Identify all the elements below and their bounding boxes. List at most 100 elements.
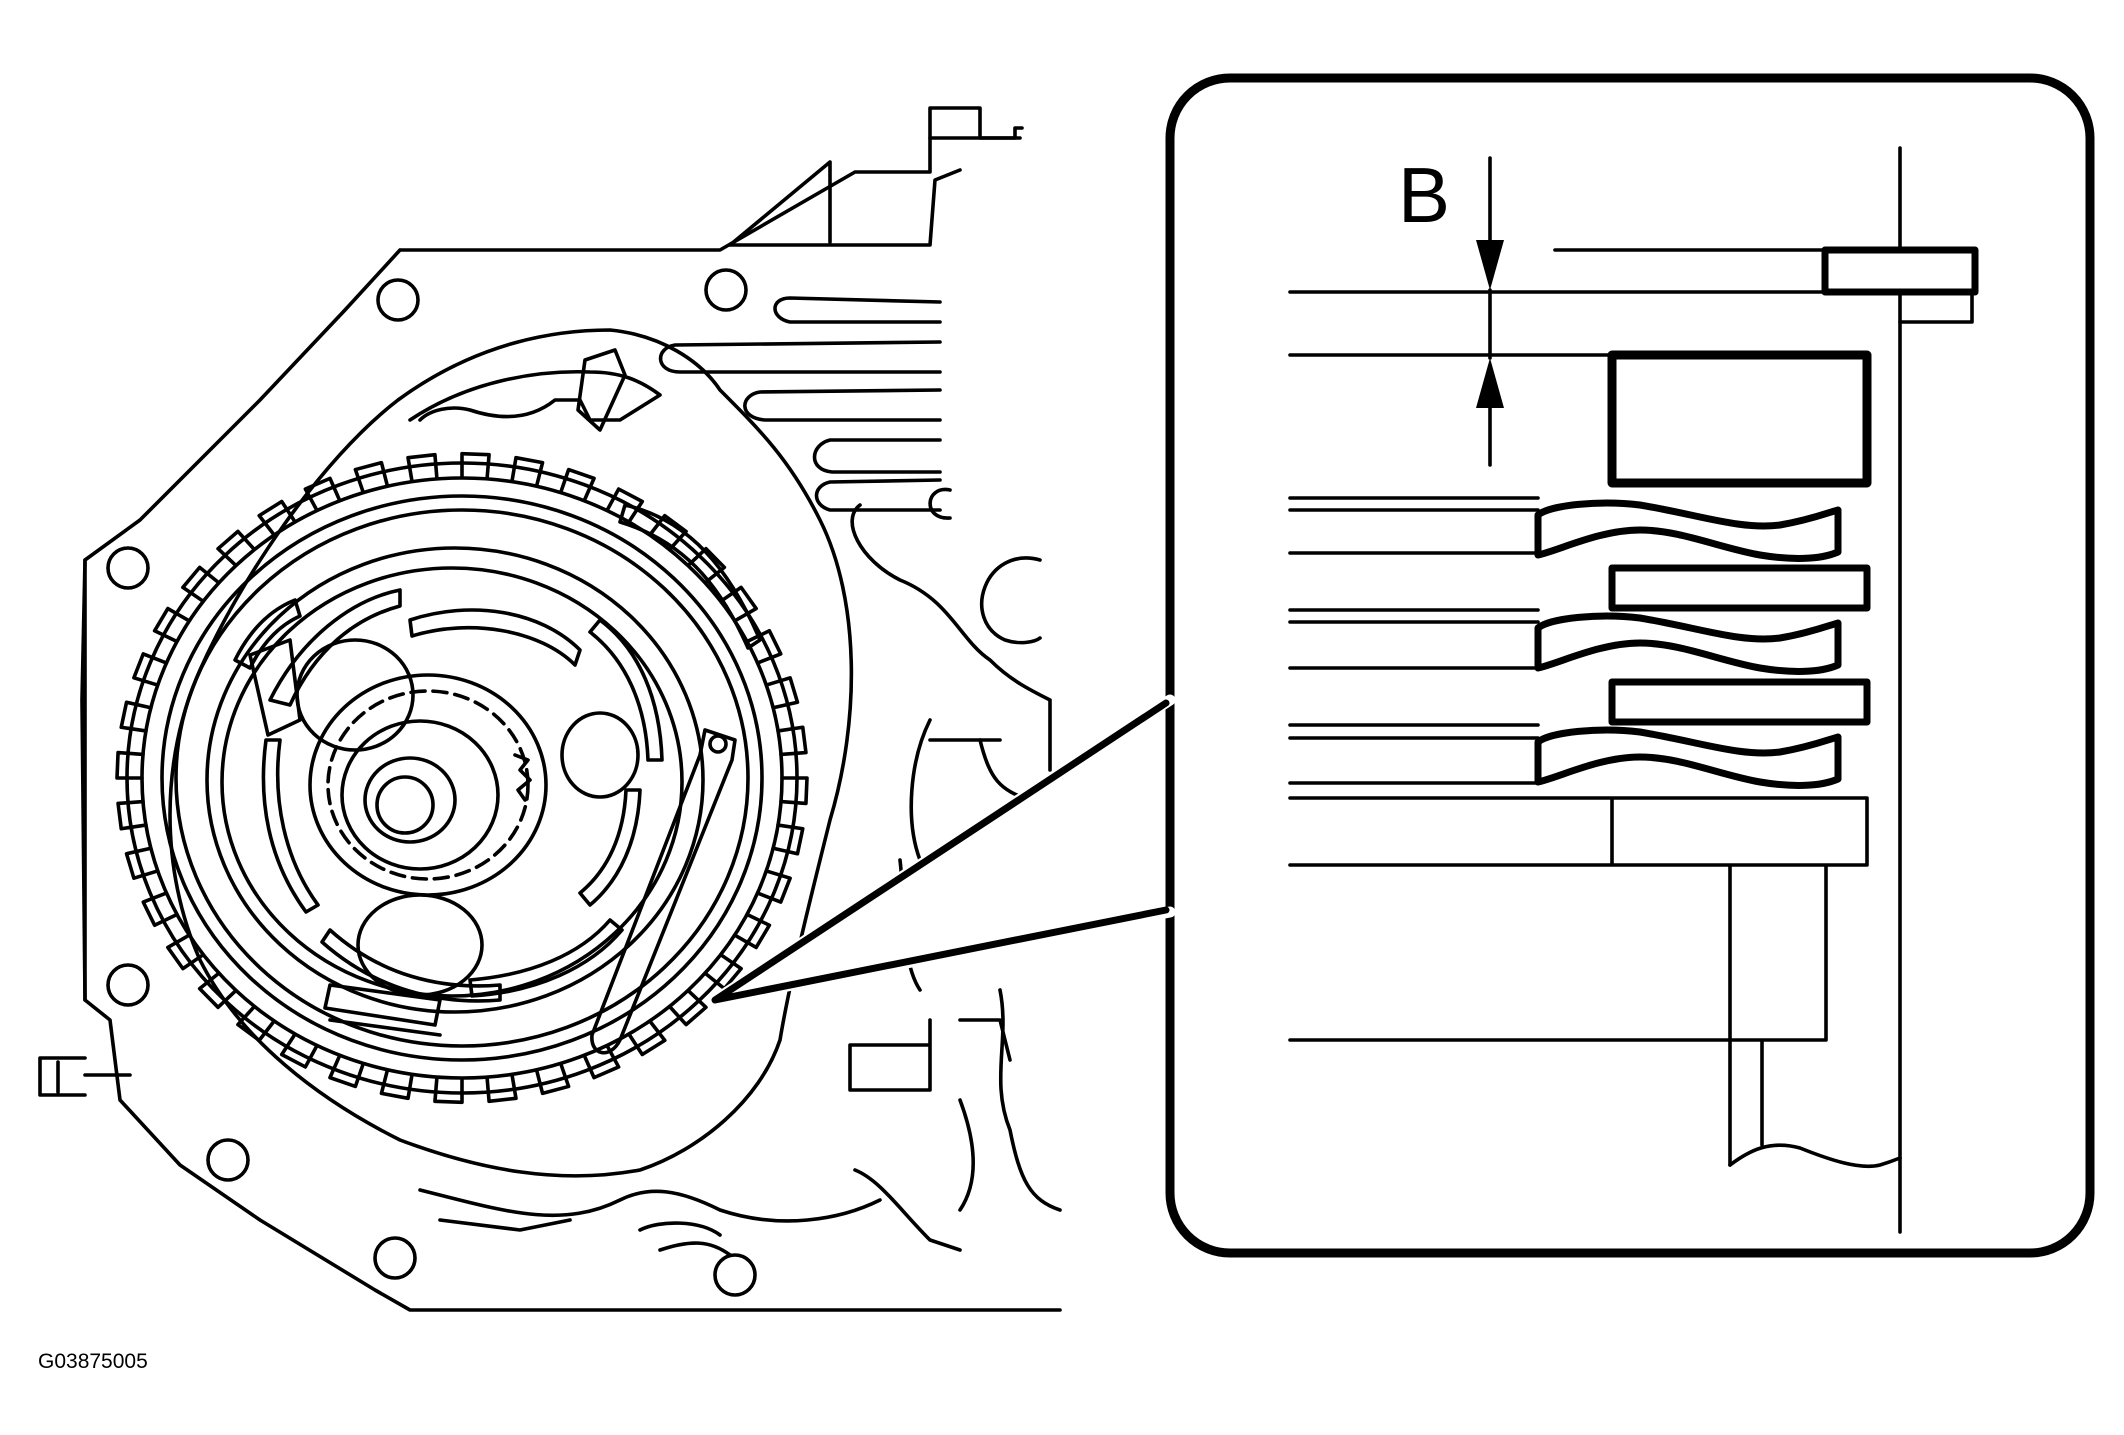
- drum-ring-4: [174, 508, 750, 1048]
- oil-passage-2: [658, 340, 942, 374]
- steel-plate-2: [1608, 678, 1871, 726]
- groove-3: [261, 738, 320, 914]
- lower-right-block: [848, 1018, 1012, 1092]
- oil-passage-4: [812, 438, 942, 474]
- sun-gear-outer: [308, 673, 548, 897]
- brake-band: [618, 503, 762, 650]
- top-bracket: [928, 106, 1022, 140]
- groove-1: [408, 608, 582, 667]
- bolt-hole-3: [106, 546, 150, 590]
- gear-tooth: [141, 891, 179, 928]
- lower-contour: [418, 1168, 962, 1252]
- wedge-piece: [576, 348, 627, 432]
- groove-5: [588, 618, 664, 762]
- gear-tooth: [510, 455, 545, 488]
- bolt-hole-1: [376, 278, 420, 322]
- friction-disc-3: [1534, 726, 1842, 789]
- gear-tooth: [353, 460, 390, 494]
- gear-tooth: [152, 606, 191, 644]
- gear-tooth: [124, 846, 160, 881]
- c-shape-large: [979, 556, 1042, 645]
- gear-tooth: [755, 869, 792, 904]
- drum-ring-3: [160, 494, 764, 1062]
- gear-tooth: [485, 1073, 518, 1104]
- lever-arm: [590, 728, 737, 1055]
- snap-ring: [1821, 246, 1979, 296]
- gear-tooth: [703, 953, 743, 991]
- drum-inner-ring-1: [205, 546, 705, 1014]
- retaining-plate: [1607, 350, 1872, 488]
- disc-guide-lines: [1288, 496, 1540, 785]
- snap-ring-guide: [1288, 248, 1840, 294]
- figure-id: G03875005: [38, 1350, 148, 1373]
- gear-tooth: [764, 675, 800, 710]
- sun-gear-splines: [326, 689, 530, 881]
- bolt-hole-6: [373, 1236, 417, 1280]
- drum-hub-break: [1728, 1143, 1902, 1169]
- gear-tooth: [279, 1032, 319, 1069]
- bolt-hole-4: [106, 963, 150, 1007]
- bolt-hole-7: [713, 1253, 757, 1297]
- gear-tooth: [197, 971, 238, 1010]
- sun-gear-inner: [340, 719, 500, 871]
- gear-tooth: [460, 451, 491, 480]
- groove-6: [578, 788, 642, 907]
- gear-tooth: [627, 1019, 667, 1057]
- transmission-case-view: [38, 106, 1062, 1312]
- gear-tooth: [181, 565, 221, 603]
- gear-tooth: [115, 750, 145, 780]
- carrier-bar: [323, 983, 442, 1037]
- gear-tooth: [116, 799, 148, 831]
- gear-tooth: [379, 1068, 414, 1101]
- oil-passage-1: [773, 296, 942, 324]
- gear-tooth: [132, 652, 169, 687]
- piston-body: [1288, 796, 1869, 1167]
- gear-tooth: [257, 499, 297, 537]
- groove-2: [268, 588, 402, 707]
- gear-tooth: [534, 1062, 571, 1096]
- gear-tooth: [328, 1054, 365, 1089]
- dimension-arrow-up: [1476, 358, 1504, 408]
- gear-tooth: [433, 1076, 464, 1105]
- shaft-bore-inner: [375, 775, 435, 835]
- bolt-hole-5: [206, 1138, 250, 1182]
- gear-tooth: [648, 513, 688, 552]
- left-tab: [38, 1056, 132, 1097]
- gear-tooth: [119, 700, 153, 733]
- gear-tooth: [216, 529, 256, 568]
- groove-7: [320, 928, 502, 1003]
- case-top-inner: [728, 160, 962, 247]
- planet-gear-right: [560, 711, 640, 799]
- oil-passage-3: [743, 388, 942, 422]
- oil-passage-5: [814, 478, 942, 512]
- shaft-bore-outer: [363, 756, 457, 844]
- detail-inset: B: [709, 73, 2095, 1258]
- clutch-drum: [115, 451, 809, 1105]
- gear-tooth: [236, 1004, 276, 1043]
- gear-tooth: [771, 823, 805, 856]
- bolt-hole-2: [704, 268, 748, 312]
- spline-mark: [513, 753, 532, 802]
- gear-tooth: [668, 988, 708, 1027]
- case-outline: [83, 126, 1062, 1312]
- drum-gear-teeth: [115, 451, 809, 1105]
- gear-tooth: [303, 476, 342, 512]
- gear-tooth: [733, 912, 772, 950]
- friction-disc-1: [1534, 499, 1842, 562]
- gear-tooth: [686, 546, 727, 585]
- clearance-label-B: B: [1398, 151, 1450, 239]
- drum-inner-ring-2: [220, 566, 684, 998]
- friction-disc-2: [1534, 612, 1842, 675]
- gear-tooth: [605, 487, 645, 524]
- gear-tooth: [406, 452, 439, 483]
- lower-right-contour: [958, 988, 1062, 1212]
- carrier-arm-left: [248, 638, 302, 737]
- gear-tooth: [582, 1044, 621, 1080]
- gear-tooth: [779, 776, 809, 806]
- callout-pointer-edge: [711, 699, 1170, 1004]
- dimension-arrow-down: [1476, 240, 1504, 290]
- snap-ring-support: [1898, 290, 1974, 324]
- gear-tooth: [166, 933, 205, 971]
- gear-tooth: [559, 467, 596, 502]
- gear-tooth: [719, 585, 758, 623]
